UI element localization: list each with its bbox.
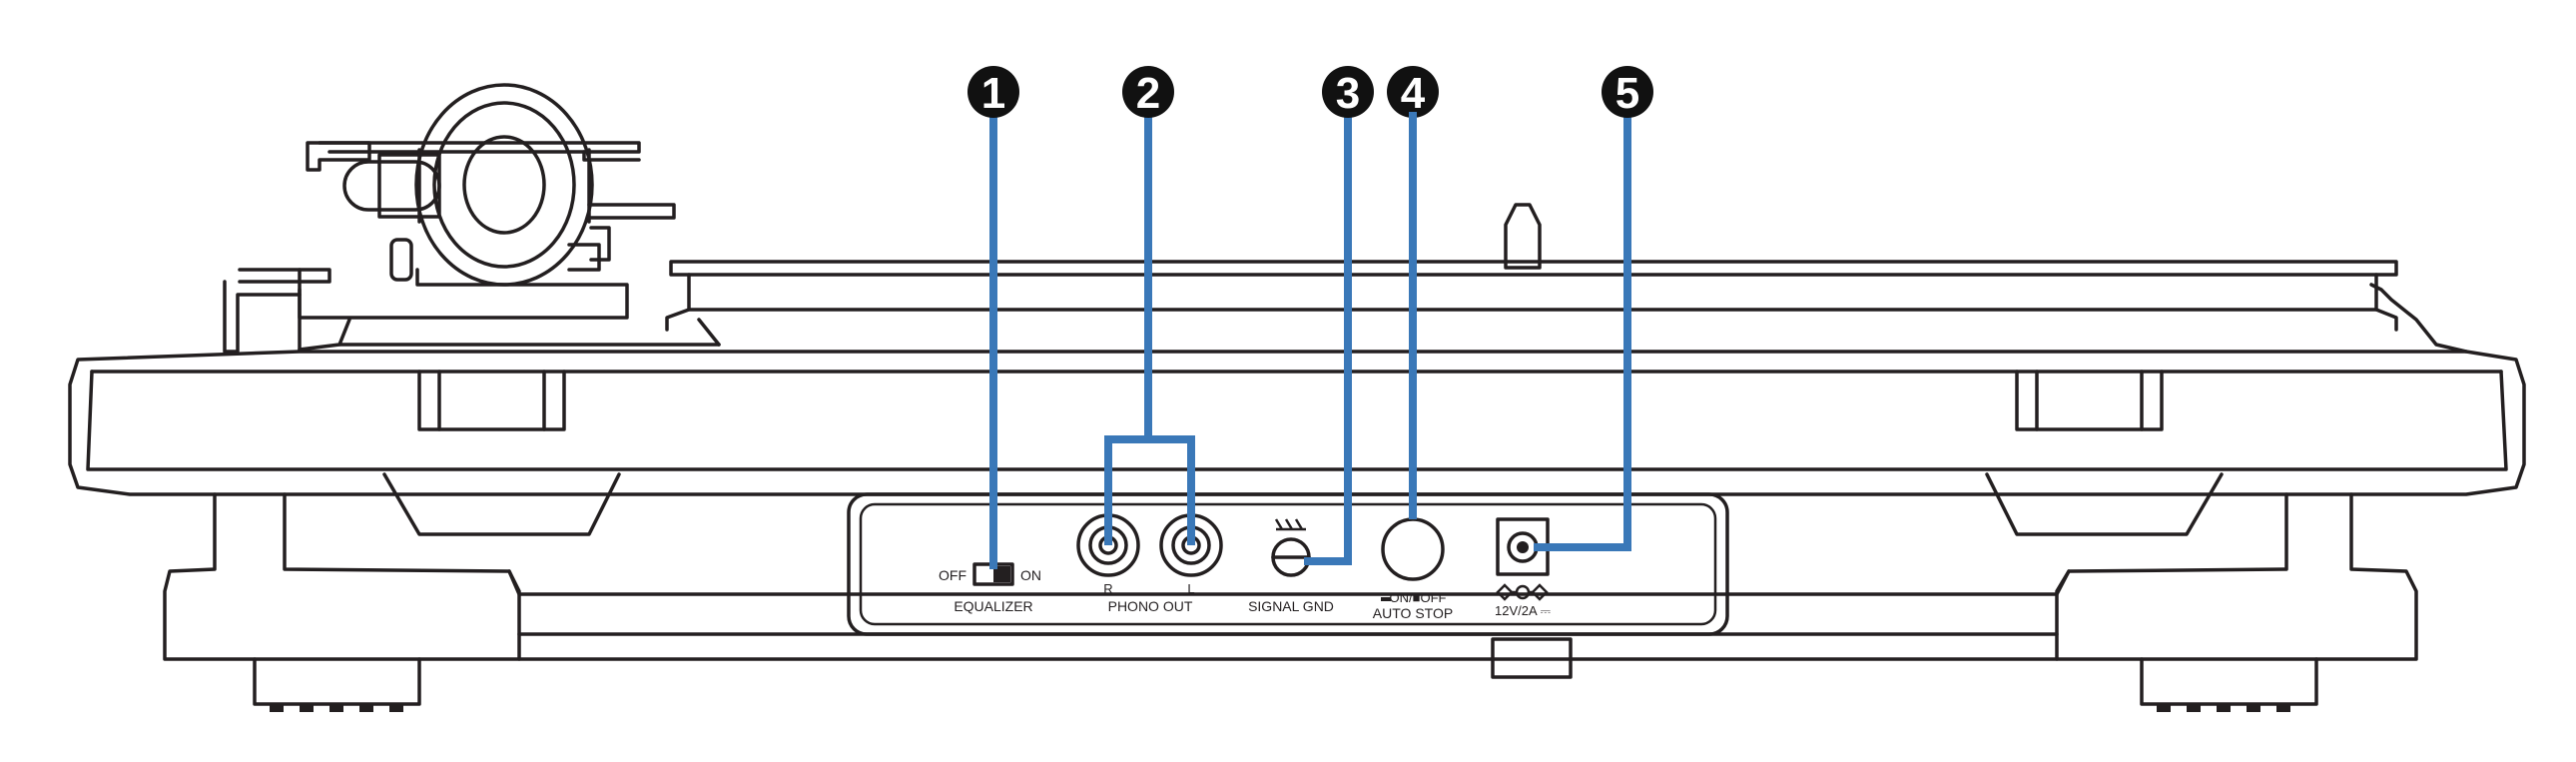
phono-l-label: L [1187,581,1194,596]
equalizer-off-label: OFF [939,567,966,583]
callout-badge-4: 4 [1387,66,1439,118]
signal-gnd-label: SIGNAL GND [1248,598,1334,614]
rear-connector-panel [847,492,1729,636]
callout-badge-2: 2 [1122,66,1174,118]
auto-stop-button[interactable] [1381,517,1445,581]
callout-badge-3: 3 [1322,66,1374,118]
phono-r-label: R [1103,581,1112,596]
callout-badge-1: 1 [967,66,1019,118]
svg-text:4: 4 [1401,69,1426,118]
phono-out-label: PHONO OUT [1108,598,1193,614]
equalizer-label: EQUALIZER [954,598,1032,614]
callout-lines [989,112,1631,569]
power-rating-label: 12V/2A ⎓ [1495,603,1551,618]
svg-text:1: 1 [981,69,1005,118]
svg-text:5: 5 [1615,69,1639,118]
svg-text:2: 2 [1136,69,1160,118]
signal-gnd-terminal[interactable] [1271,537,1311,577]
equalizer-on-label: ON [1020,567,1041,583]
base-and-feet [163,492,2418,712]
polarity-icon [1496,583,1549,601]
button-state-icon [1381,597,1391,601]
auto-stop-label: AUTO STOP [1373,605,1453,621]
svg-text:3: 3 [1336,69,1360,118]
ground-symbol-icon [1274,518,1306,531]
tonearm-assembly [223,83,676,354]
platter-edge [298,203,2468,354]
callout-badge-5: 5 [1602,66,1653,118]
auto-stop-state-label: ON/■OFF [1390,590,1447,605]
plinth [68,350,2526,536]
